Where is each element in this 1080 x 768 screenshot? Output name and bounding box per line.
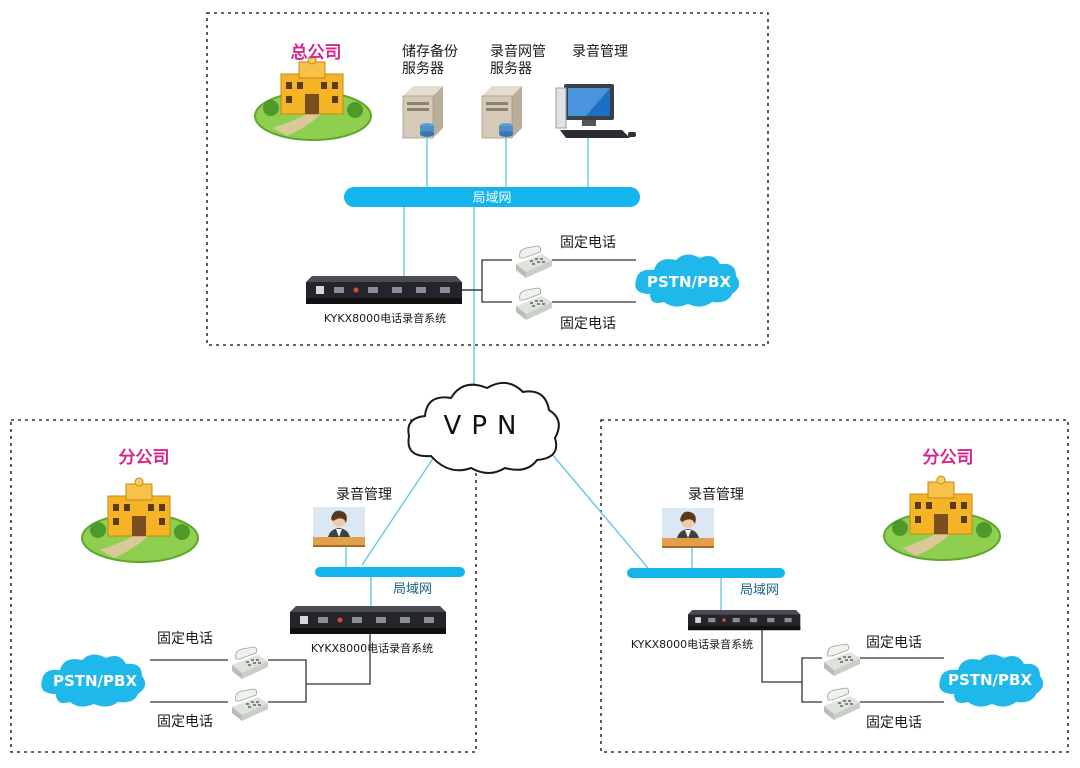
left-management-label: 录音管理 [336,486,392,503]
right-office-label: 分公司 [923,448,974,468]
left-phone-top-label: 固定电话 [157,631,213,647]
backup-server-label: 储存备份服务器 [402,43,458,77]
left-branch-zone [10,419,477,753]
vpn-cloud [407,381,560,474]
hq-lan-label: 局域网 [472,191,511,206]
left-phone-bottom-icon [231,688,269,722]
left-lan-bar [315,567,465,577]
hq-phone-top-label: 固定电话 [560,235,616,251]
right-recorder-label: KYKX8000电话录音系统 [631,637,753,651]
right-phone-top-icon [823,643,861,677]
right-phone-bottom-label: 固定电话 [866,715,922,731]
right-recorder [688,610,801,631]
hq-office-label: 总公司 [291,42,342,63]
hq-pstn-label: PSTN/PBX [647,273,731,291]
hq-lan-bar [344,187,640,207]
hq-phone-bottom-label: 固定电话 [560,316,616,332]
left-recorder-label: KYKX8000电话录音系统 [311,641,433,655]
left-pstn-label: PSTN/PBX [53,672,137,690]
right-branch-building [883,475,1001,561]
backup-server-icon [402,85,444,139]
hq-recorder-label: KYKX8000电话录音系统 [324,311,446,325]
right-branch-zone [600,419,1069,753]
nm-server-icon [481,85,523,139]
hq-recorder [306,276,462,304]
vpn-label: VPN [444,411,527,441]
right-phone-bottom-icon [823,687,861,721]
hq-phone-top-icon [515,245,553,279]
left-recorder [290,606,446,634]
left-phone-top-icon [231,646,269,680]
left-phone-bottom-label: 固定电话 [157,714,213,730]
hq-management-label: 录音管理 [572,43,628,60]
left-lan-label: 局域网 [393,582,432,597]
right-lan-label: 局域网 [740,583,779,598]
nm-server-label: 录音网管服务器 [490,43,546,77]
right-operator-icon [662,508,714,548]
hq-zone [206,12,769,346]
hq-building [254,55,372,141]
right-management-label: 录音管理 [688,486,744,503]
right-phone-top-label: 固定电话 [866,635,922,651]
left-operator-icon [313,507,365,547]
left-office-label: 分公司 [119,448,170,468]
left-branch-building [81,477,199,563]
right-lan-bar [627,568,785,578]
hq-phone-bottom-icon [515,287,553,321]
right-pstn-label: PSTN/PBX [948,671,1032,689]
hq-computer-icon [555,83,637,139]
